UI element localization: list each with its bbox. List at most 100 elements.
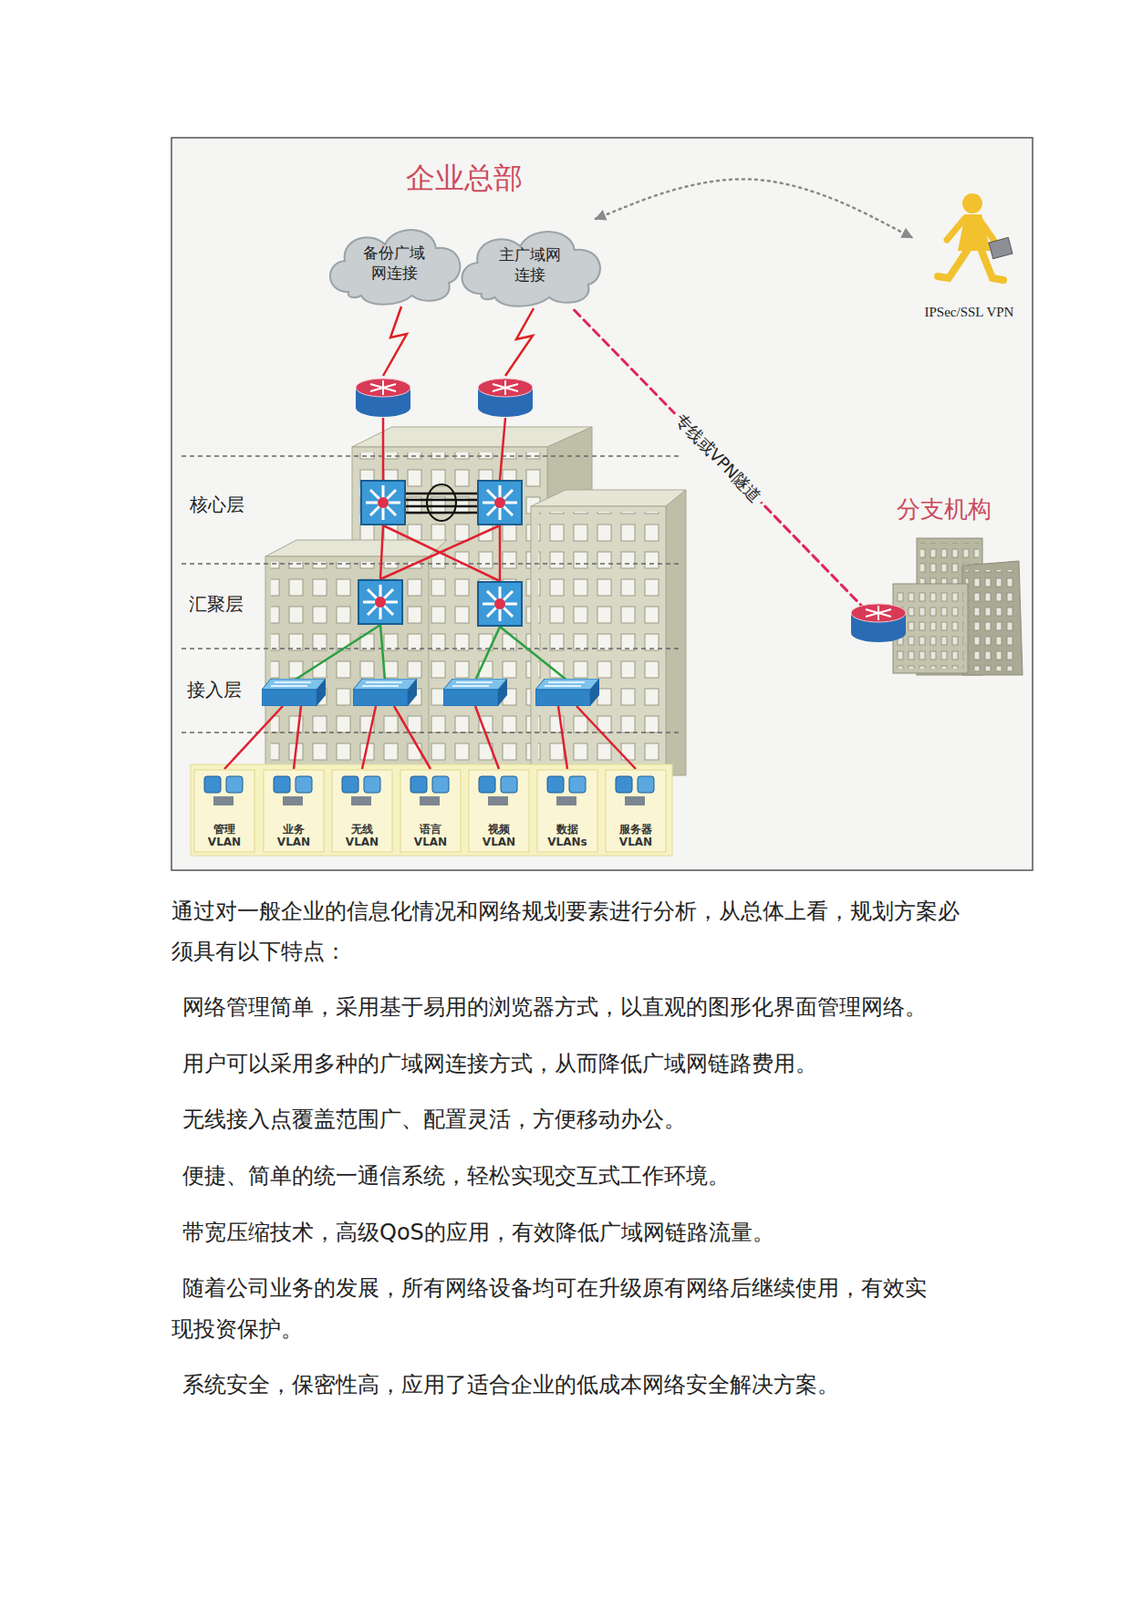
walking-person-icon — [937, 193, 1013, 281]
line — [499, 626, 568, 681]
rect — [988, 237, 1013, 259]
vlan-icon — [478, 776, 518, 806]
node-label: 数据 VLANs — [547, 823, 588, 850]
line — [293, 706, 302, 769]
connector — [595, 178, 913, 238]
line — [405, 511, 478, 515]
node-label: 业务 VLAN — [273, 823, 314, 850]
rect — [547, 776, 564, 793]
use — [443, 678, 508, 707]
rect — [569, 776, 586, 793]
rect — [270, 561, 425, 770]
vlan-cell — [537, 769, 598, 852]
diagram-frame — [171, 137, 1033, 871]
rect — [295, 776, 312, 793]
use — [355, 378, 411, 417]
node-label: 主广域网 连接 — [495, 244, 565, 285]
use — [361, 480, 406, 525]
polyline — [505, 308, 534, 376]
green-links — [293, 624, 568, 681]
vlan-cell — [332, 769, 393, 852]
vlan-node: 服务器 VLAN — [604, 768, 667, 853]
rect — [478, 776, 496, 793]
node-label: 语言 VLAN — [410, 823, 451, 850]
line — [405, 492, 478, 496]
rect — [342, 776, 359, 793]
layer-label: 核心层 — [186, 492, 248, 518]
vlan-band — [190, 764, 673, 856]
connector — [574, 310, 862, 606]
rect — [556, 796, 577, 806]
line — [224, 706, 283, 769]
use — [353, 678, 417, 707]
line — [181, 562, 683, 565]
rect — [213, 796, 234, 806]
layer-dividers — [181, 456, 683, 733]
line — [382, 417, 385, 480]
branch-building — [893, 538, 1023, 676]
rect — [265, 556, 429, 776]
use — [477, 480, 522, 525]
diagram-title: 企业总部 — [405, 158, 523, 199]
vlan-node: 数据 VLANs — [536, 768, 599, 853]
line — [475, 626, 500, 681]
rect — [351, 796, 372, 806]
line — [475, 706, 499, 769]
person-shape — [912, 186, 1027, 324]
node-label: 备份广域 网连接 — [359, 242, 429, 283]
core-bundle — [405, 484, 478, 521]
rect — [624, 796, 645, 806]
node-label: IPSec/SSL VPN — [924, 304, 1015, 321]
cloud-outline — [330, 229, 460, 305]
vlan-cell — [400, 769, 461, 852]
use — [477, 581, 522, 626]
vlan-icon — [204, 776, 243, 806]
rect — [500, 776, 518, 793]
vlan-cell — [263, 769, 324, 852]
vlan-node: 语言 VLAN — [399, 768, 462, 853]
line — [293, 624, 381, 681]
layer-label: 汇聚层 — [186, 591, 247, 617]
vlan-cell — [194, 769, 255, 852]
path — [530, 489, 686, 507]
line — [181, 647, 683, 650]
rect — [965, 570, 1018, 671]
vlan-node: 无线 VLAN — [331, 768, 394, 853]
body-text: 无线接入点覆盖范围广、配置灵活，方便移动办公。 — [171, 1099, 938, 1140]
rect — [488, 796, 509, 806]
polyline — [383, 306, 407, 376]
circle — [962, 193, 983, 214]
vlan-icon — [273, 776, 312, 806]
rect — [538, 511, 661, 770]
line — [576, 706, 636, 769]
wan-lightning — [383, 306, 534, 376]
line — [380, 624, 385, 681]
line — [405, 498, 478, 502]
path — [962, 560, 1023, 676]
hq-buildings — [265, 426, 686, 776]
vlan-icon — [547, 776, 586, 806]
vlan-node: 业务 VLAN — [262, 768, 325, 853]
rect — [204, 776, 221, 793]
person-node: IPSec/SSL VPN — [912, 186, 1027, 324]
line — [558, 706, 568, 769]
line — [499, 417, 506, 480]
body-text: 便捷、简单的统一通信系统，轻松实现交互式工作环境。 — [171, 1155, 938, 1196]
vlan-cell — [605, 769, 666, 852]
rect — [530, 506, 666, 776]
body-text: 用户可以采用多种的广域网连接方式，从而降低广域网链路费用。 — [171, 1043, 938, 1084]
body-text: 网络管理简单，采用基于易用的浏览器方式，以直观的图形化界面管理网络。 — [171, 986, 938, 1028]
body-text: 随着公司业务的发展，所有网络设备均可在升级原有网络后继续使用，有效实现投资保护。 — [171, 1267, 938, 1351]
rect — [363, 776, 381, 793]
vlan-cell — [468, 769, 530, 852]
vlan-node: 管理 VLAN — [193, 768, 256, 853]
use — [535, 678, 600, 707]
rect — [282, 796, 303, 806]
rect — [637, 776, 655, 793]
branch-router — [851, 603, 906, 643]
vlan-node: 视频 VLAN — [467, 768, 530, 853]
ellipse — [426, 484, 457, 521]
layer-label: 接入层 — [184, 677, 245, 703]
access-links — [224, 706, 636, 769]
